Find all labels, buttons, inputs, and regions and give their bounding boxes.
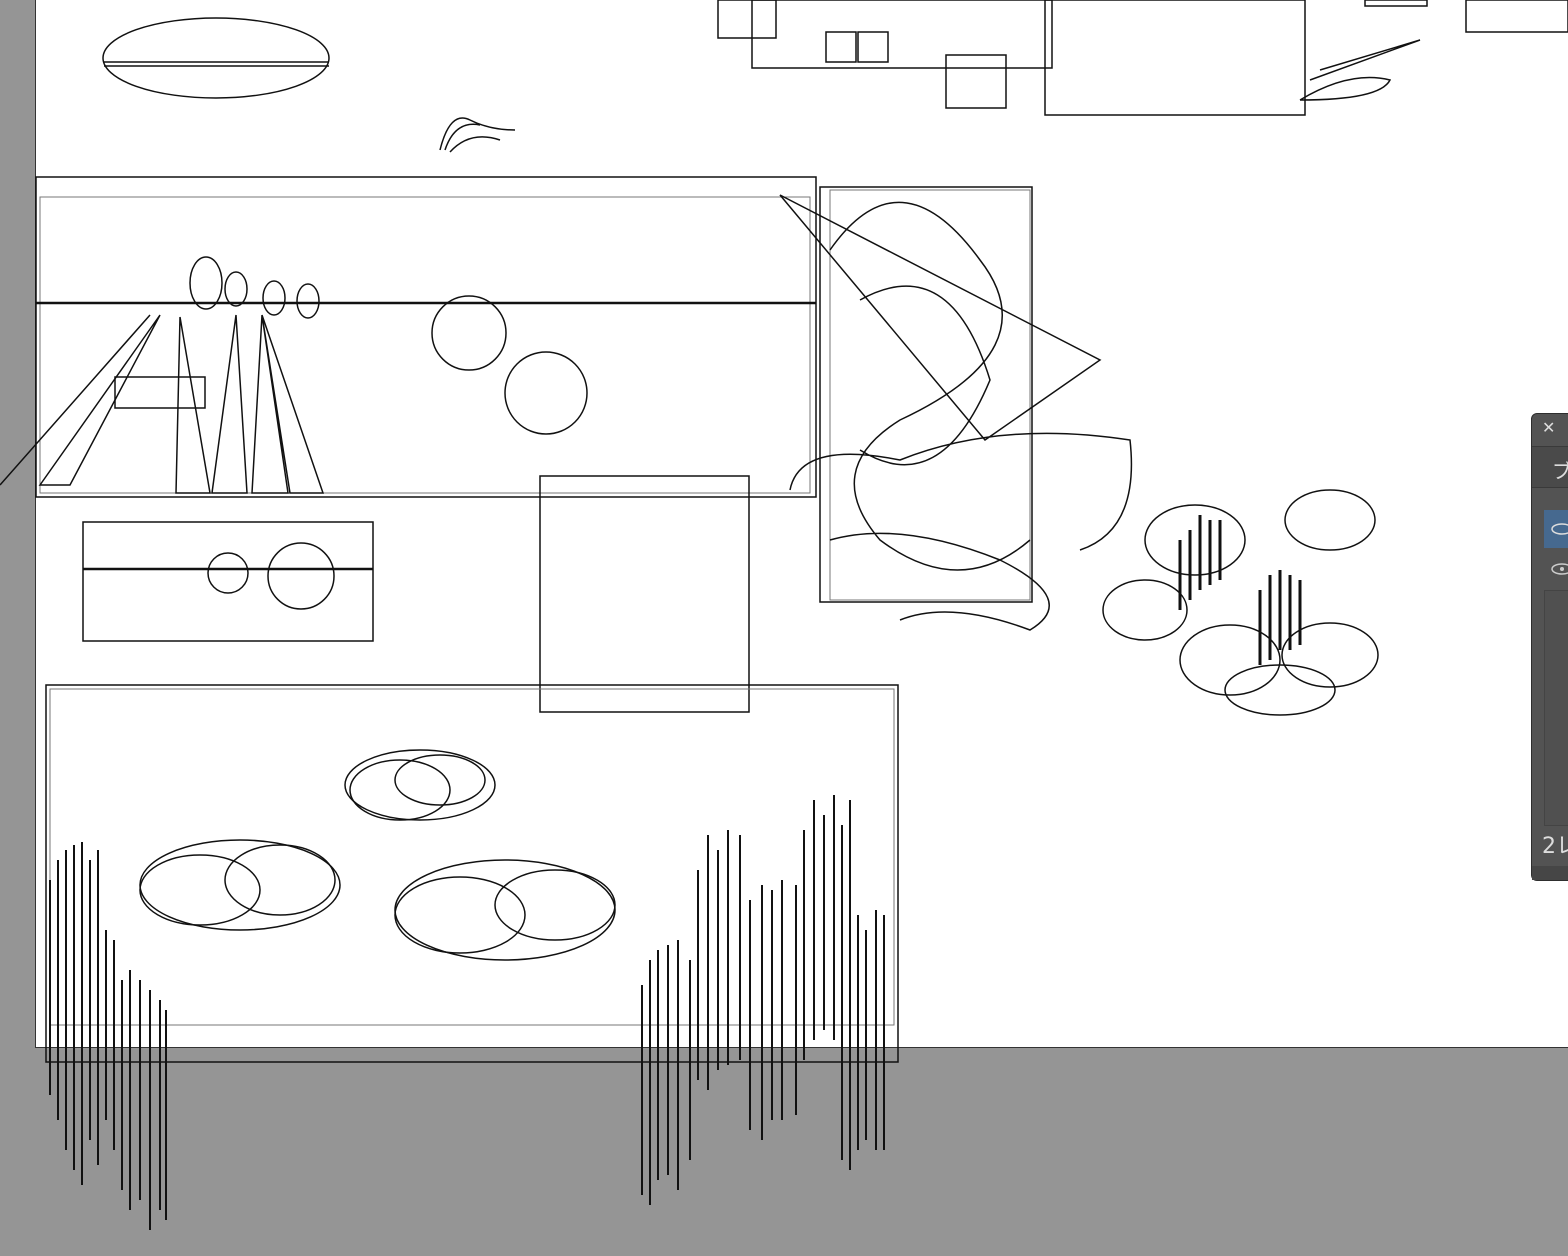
layers-tab[interactable]: ブ	[1532, 446, 1568, 488]
artwork-pod-cluster	[1102, 489, 1379, 716]
artboard[interactable]	[35, 0, 1568, 1048]
artwork-frame-1	[0, 176, 817, 498]
artwork-stems-right	[641, 795, 885, 1205]
artwork-stems-left	[49, 842, 167, 1230]
layer-count: 2レ	[1542, 834, 1568, 859]
artwork-scribble-cluster	[779, 186, 1133, 631]
panel-footer	[1532, 866, 1568, 880]
artwork-frame-3	[45, 684, 899, 1063]
layer-row[interactable]	[1544, 550, 1568, 588]
eye-icon[interactable]	[1544, 510, 1568, 548]
artwork-empty-frame	[539, 475, 750, 713]
artwork-top-clutter	[717, 0, 1568, 116]
layers-panel: ✕ ブ 2レ	[1531, 413, 1568, 881]
close-icon[interactable]: ✕	[1542, 418, 1556, 437]
artwork-grass-tuft	[439, 117, 516, 153]
layer-row[interactable]	[1544, 510, 1568, 548]
artwork-top-ellipse	[102, 17, 330, 99]
eye-icon[interactable]	[1544, 550, 1568, 588]
layer-list	[1544, 590, 1568, 826]
artwork-frame-2	[82, 521, 374, 642]
